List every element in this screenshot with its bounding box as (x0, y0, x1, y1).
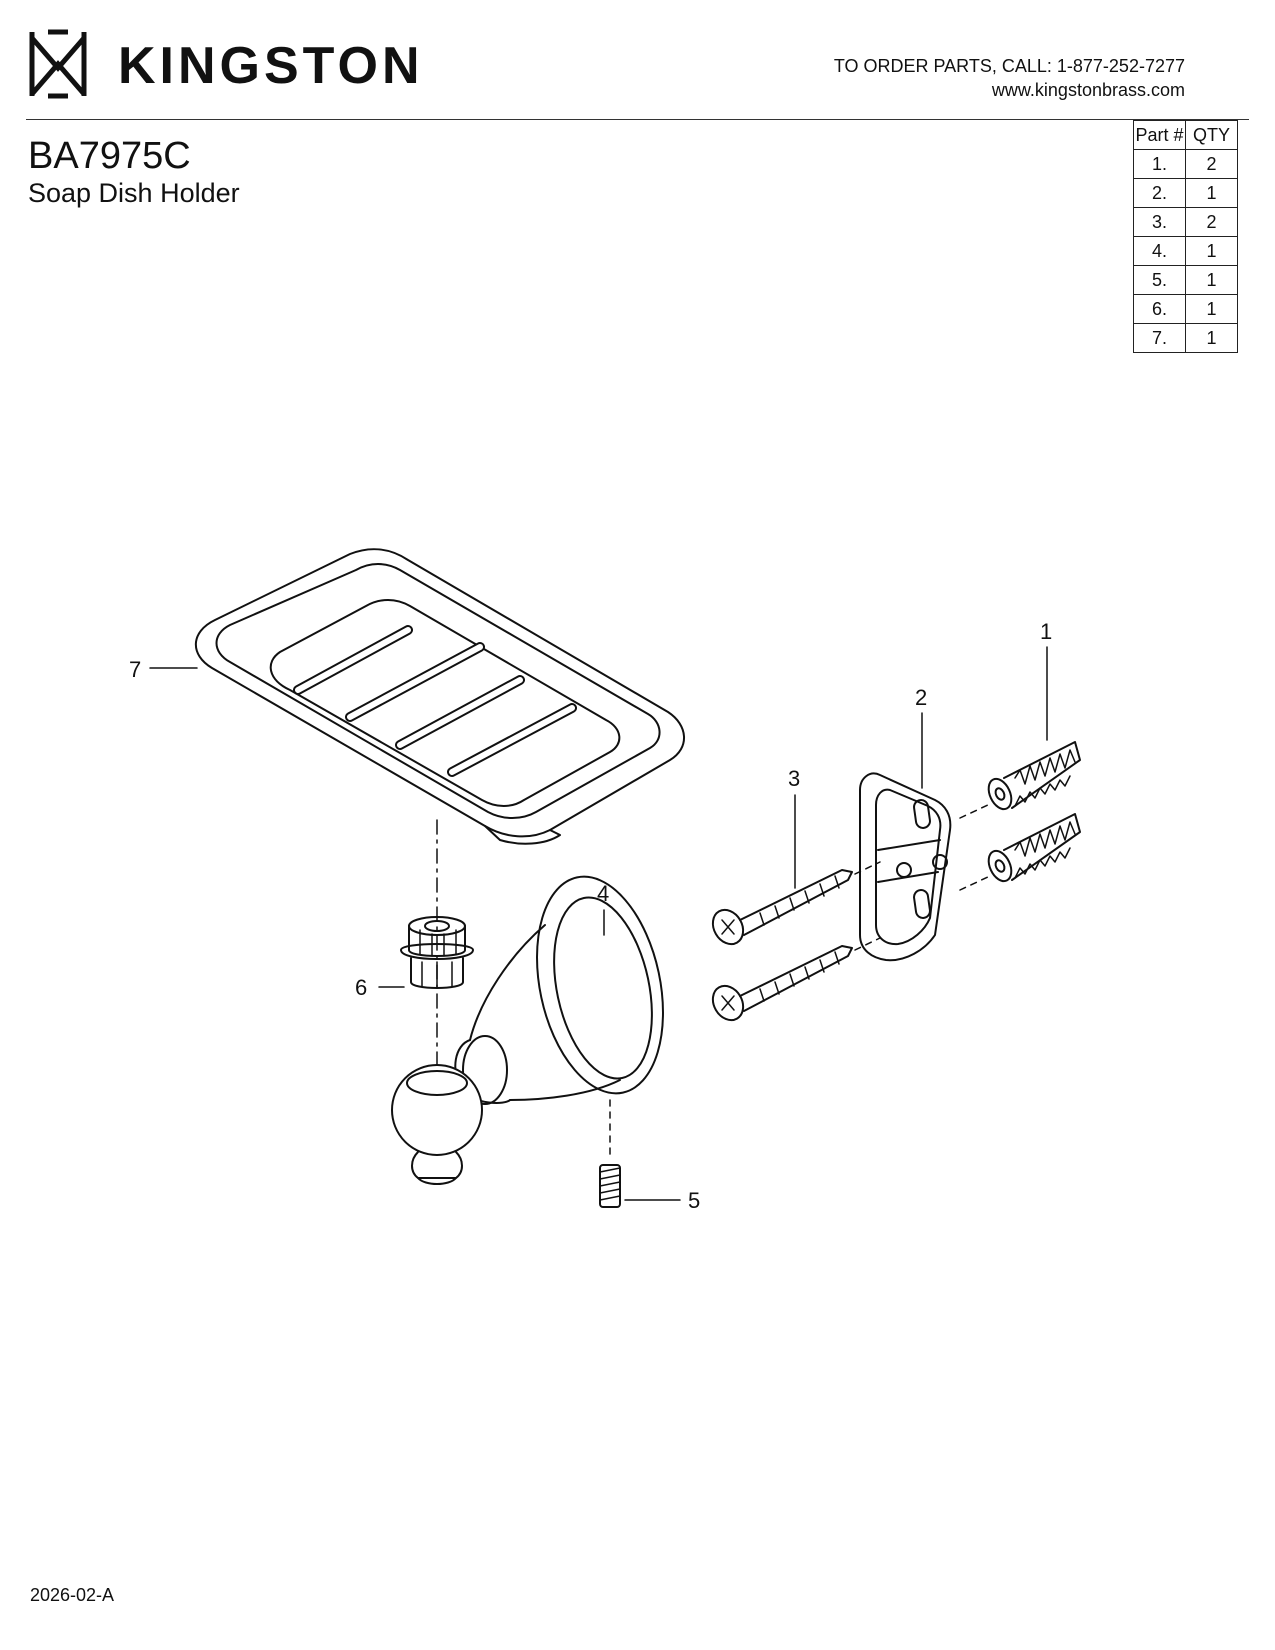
wall-screw-part (711, 861, 881, 1022)
part-number: 1. (1133, 149, 1186, 179)
part-number: 7. (1133, 323, 1186, 353)
part-number: 3. (1133, 207, 1186, 237)
qty-header: QTY (1185, 120, 1238, 150)
part-number: 2. (1133, 178, 1186, 208)
website-link[interactable]: www.kingstonbrass.com (991, 80, 1185, 100)
callout-3: 3 (788, 766, 800, 791)
part-number-header: Part # (1133, 120, 1186, 150)
callout-4: 4 (597, 881, 609, 906)
brand-logo-icon (29, 29, 87, 99)
table-row: 3.2 (1133, 207, 1238, 237)
adapter-nut-part (400, 916, 474, 989)
order-phone: TO ORDER PARTS, CALL: 1-877-252-7277 (833, 56, 1185, 76)
callout-5: 5 (688, 1188, 700, 1213)
part-qty: 1 (1185, 236, 1238, 266)
holder-arm-part (391, 875, 664, 1185)
part-number: 5. (1133, 265, 1186, 295)
table-row: 6.1 (1133, 294, 1238, 324)
revision-code: 2026-02-A (30, 1585, 115, 1605)
callout-2: 2 (915, 685, 927, 710)
table-row: 4.1 (1133, 236, 1238, 266)
part-number: 6. (1133, 294, 1186, 324)
model-number: BA7975C (28, 135, 191, 177)
order-info: TO ORDER PARTS, CALL: 1-877-252-7277 www… (834, 54, 1185, 102)
part-qty: 1 (1185, 323, 1238, 353)
part-qty: 2 (1185, 207, 1238, 237)
table-row: 2.1 (1133, 178, 1238, 208)
table-row: 1.2 (1133, 149, 1238, 179)
table-row: 5.1 (1133, 265, 1238, 295)
parts-table-header: Part # QTY (1133, 120, 1238, 150)
callout-6: 6 (355, 975, 367, 1000)
part-qty: 1 (1185, 265, 1238, 295)
callout-7: 7 (129, 657, 141, 682)
part-qty: 2 (1185, 149, 1238, 179)
table-row: 7.1 (1133, 323, 1238, 353)
mounting-bracket-part (859, 772, 952, 962)
part-number: 4. (1133, 236, 1186, 266)
header-divider (26, 119, 1249, 120)
set-screw-part (599, 1099, 621, 1208)
product-name: Soap Dish Holder (28, 178, 240, 208)
soap-dish-part (194, 548, 685, 845)
callout-1: 1 (1040, 619, 1052, 644)
parts-table: Part # QTY 1.2 2.1 3.2 4.1 5.1 6.1 7.1 (1133, 120, 1238, 353)
brand-name: KINGSTON (118, 37, 424, 95)
wall-anchor-part (959, 741, 1081, 891)
